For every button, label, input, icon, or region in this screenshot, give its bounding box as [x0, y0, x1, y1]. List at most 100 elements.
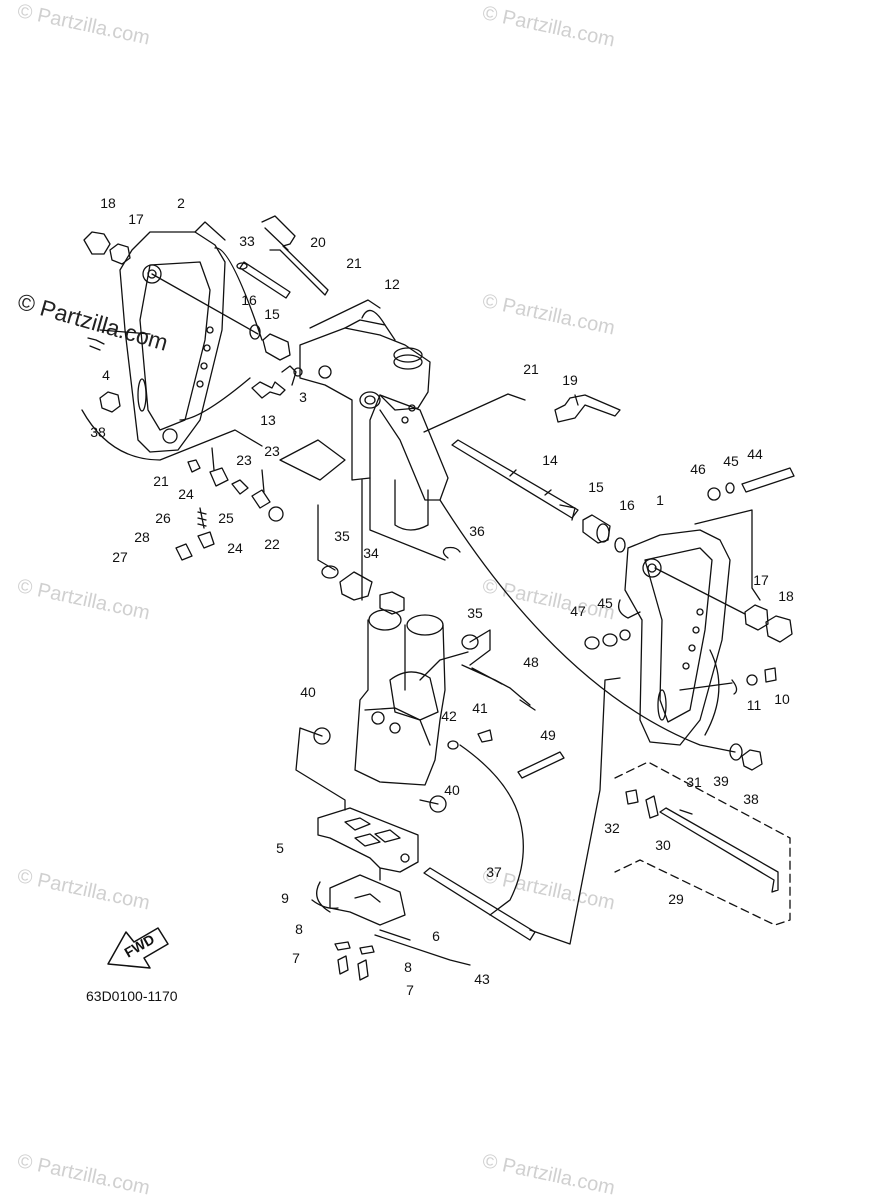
bushing-40-top — [313, 727, 331, 745]
callout-10: 10 — [774, 691, 790, 707]
callout-15: 15 — [264, 306, 280, 322]
nut-38-right-part — [741, 749, 763, 771]
washer-46-part — [707, 487, 721, 501]
callout-34: 34 — [363, 545, 379, 561]
callout-7: 7 — [406, 982, 414, 998]
callout-9: 9 — [281, 890, 289, 906]
anode-6-part — [316, 874, 406, 926]
bolt-44-part — [741, 467, 795, 493]
washer-45-mid — [619, 629, 631, 641]
callout-45: 45 — [723, 453, 739, 469]
power-tilt-unit-part — [354, 591, 469, 786]
washer-nut-left-part — [109, 243, 131, 265]
cable-clip-49-part — [517, 751, 565, 779]
callout-40: 40 — [444, 782, 460, 798]
washer-42-part — [447, 740, 459, 750]
washer-ring-right — [614, 537, 626, 553]
callout-8: 8 — [295, 921, 303, 937]
callout-35: 35 — [467, 605, 483, 621]
ground-lead-43-part — [374, 934, 471, 966]
clamp-bracket-left-part — [119, 221, 226, 453]
tilt-lever-part — [554, 394, 621, 423]
washer-45-top — [725, 482, 735, 494]
callout-3: 3 — [299, 389, 307, 405]
callout-46: 46 — [690, 461, 706, 477]
callout-37: 37 — [486, 864, 502, 880]
spring-part — [281, 365, 297, 386]
clip-part — [731, 679, 738, 695]
bolt-7-right-part — [357, 959, 369, 981]
wire-9-part — [311, 899, 339, 909]
callout-45: 45 — [597, 595, 613, 611]
stud-23b-part — [261, 469, 265, 493]
callout-14: 14 — [542, 452, 558, 468]
callout-44: 44 — [747, 446, 763, 462]
callout-40: 40 — [300, 684, 316, 700]
callout-47: 47 — [570, 603, 586, 619]
callout-39: 39 — [713, 773, 729, 789]
lever-30-part — [645, 795, 659, 819]
stud-23-part — [211, 447, 215, 471]
bolt-21b-part — [187, 459, 201, 473]
nut-17-right-part — [744, 604, 769, 631]
callout-22: 22 — [264, 536, 280, 552]
washer-8-right-part — [359, 945, 375, 955]
spring-26-part — [197, 507, 207, 529]
collar-25-part — [231, 479, 249, 495]
pin-31-part — [679, 809, 693, 815]
callout-42: 42 — [441, 708, 457, 724]
callout-18: 18 — [100, 195, 116, 211]
callout-16: 16 — [619, 497, 635, 513]
callout-26: 26 — [155, 510, 171, 526]
callout-7: 7 — [292, 950, 300, 966]
wire-lead-48-part — [461, 664, 536, 711]
callout-23: 23 — [236, 452, 252, 468]
nut-22-part — [268, 506, 284, 522]
group-29-boundary — [614, 761, 791, 926]
bushing-40-bottom — [429, 795, 447, 813]
nut-38-left-part — [99, 391, 121, 413]
bracket-28-part — [197, 531, 215, 549]
callout-21: 21 — [153, 473, 169, 489]
callout-17: 17 — [753, 572, 769, 588]
callout-21: 21 — [346, 255, 362, 271]
washer-47b — [602, 633, 618, 647]
callout-13: 13 — [260, 412, 276, 428]
washer-39-part — [729, 743, 743, 761]
bolt-41-part — [477, 729, 493, 743]
callout-20: 20 — [310, 234, 326, 250]
callout-24: 24 — [178, 486, 194, 502]
washer-8-left-part — [334, 941, 351, 951]
callout-11: 11 — [747, 697, 762, 713]
callout-38: 38 — [743, 791, 759, 807]
callout-48: 48 — [523, 654, 539, 670]
callout-19: 19 — [562, 372, 578, 388]
through-shaft-part — [451, 439, 579, 521]
bolt-27-part — [175, 543, 193, 561]
bolt-part — [87, 337, 105, 351]
pin-part — [236, 261, 291, 299]
circlip-part — [442, 546, 461, 559]
callout-28: 28 — [134, 529, 150, 545]
callout-4: 4 — [102, 367, 110, 383]
fwd-arrow-icon — [107, 927, 169, 969]
bushing-left-part — [262, 333, 291, 361]
lower-mount-bracket-5-part — [317, 807, 419, 873]
callout-38: 38 — [90, 424, 106, 440]
callout-16: 16 — [241, 292, 257, 308]
callout-43: 43 — [474, 971, 490, 987]
washer-11-part — [746, 674, 758, 686]
bolt-10-part — [764, 667, 777, 683]
clip-24-part — [209, 467, 229, 487]
bolt-7-left-part — [337, 955, 349, 975]
lever-rod-part — [261, 215, 329, 296]
collar-34-part — [339, 571, 373, 601]
bushing-35-left — [321, 565, 339, 579]
diagram-code: 63D0100-1170 — [86, 988, 178, 1004]
plug-part — [293, 367, 303, 377]
callout-12: 12 — [384, 276, 400, 292]
callout-18: 18 — [778, 588, 794, 604]
callout-1: 1 — [656, 492, 664, 508]
callout-17: 17 — [128, 211, 144, 227]
